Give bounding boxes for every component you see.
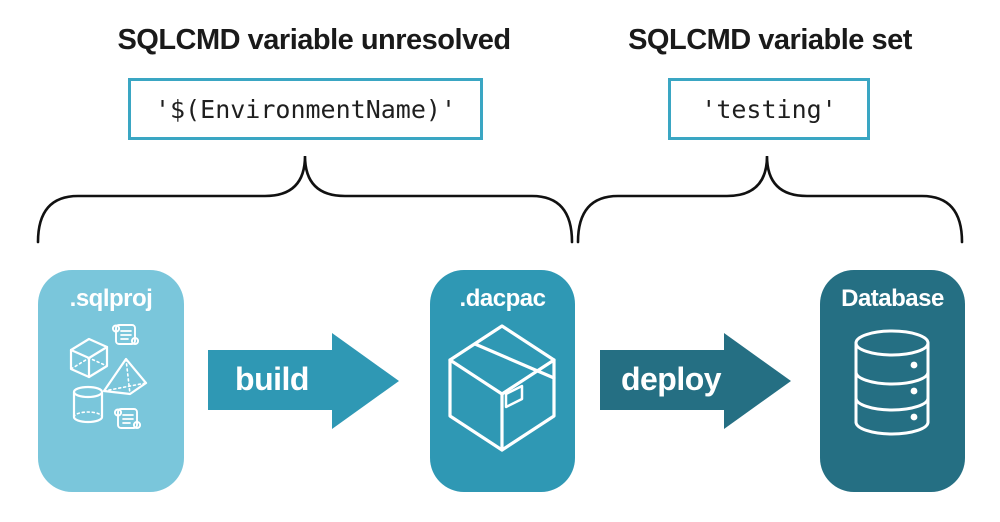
heading-sqlcmd-unresolved: SQLCMD variable unresolved: [117, 24, 511, 56]
node-database: Database: [820, 270, 965, 492]
node-sqlproj: .sqlproj: [38, 270, 184, 492]
build-arrow: [208, 333, 399, 429]
deploy-arrow: [600, 333, 791, 429]
heading-sqlcmd-set: SQLCMD variable set: [628, 24, 912, 56]
left-brace: [36, 155, 574, 244]
cube-glyph: [69, 337, 109, 379]
node-dacpac-label: .dacpac: [459, 285, 546, 312]
script-scroll-bottom-icon: [113, 407, 142, 430]
code-box-environment-variable: '$(EnvironmentName)': [128, 78, 483, 140]
right-brace: [576, 155, 964, 244]
build-arrow-label: build: [235, 360, 309, 397]
code-box-testing-value: 'testing': [668, 78, 870, 140]
script-scroll-top-icon: [111, 323, 140, 346]
deploy-arrow-label: deploy: [620, 360, 722, 397]
node-dacpac: .dacpac: [430, 270, 575, 492]
sql-objects-icon: [69, 323, 148, 430]
cylinder-glyph: [72, 385, 104, 424]
node-database-label: Database: [841, 285, 944, 312]
database-cylinder-icon: [854, 329, 930, 436]
code-value-unresolved: '$(EnvironmentName)': [154, 94, 457, 124]
package-box-icon: [448, 324, 556, 452]
code-value-set: 'testing': [701, 94, 837, 124]
node-sqlproj-label: .sqlproj: [69, 285, 153, 312]
pyramid-glyph: [102, 357, 148, 396]
